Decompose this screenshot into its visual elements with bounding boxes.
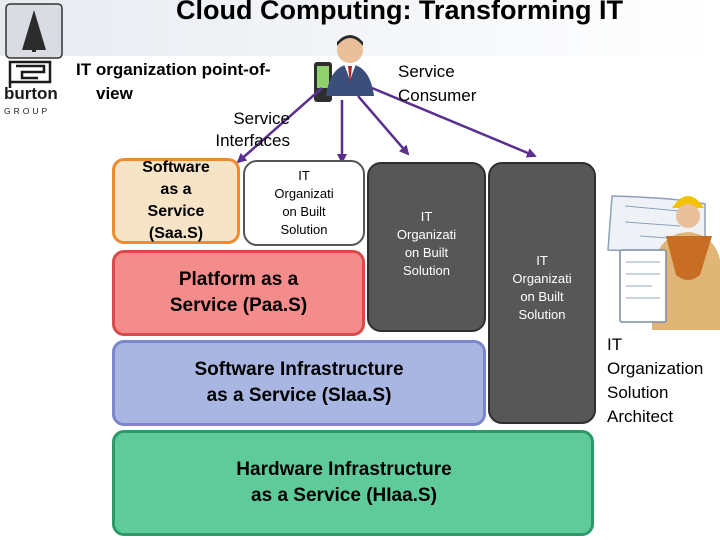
service-consumer-label: Service Consumer xyxy=(398,60,508,108)
it-solution-3-line-1: IT xyxy=(536,253,548,268)
it-solution-1-line-1: IT xyxy=(298,168,310,183)
subtitle: IT organization point-of- view xyxy=(76,58,316,106)
it-solution-2-line-1: IT xyxy=(420,209,433,224)
siaas-label: Software Infrastructure as a Service (SI… xyxy=(194,357,403,409)
siaas-line-1: Software Infrastructure xyxy=(194,359,404,380)
it-solution-3-line-3: on Built xyxy=(520,289,564,304)
it-solution-box-3-label: IT Organizati on Built Solution xyxy=(512,252,571,422)
saas-line-4: (Saa.S) xyxy=(148,225,204,242)
arrow-to-it-solution-2 xyxy=(357,95,410,156)
architect-line-3: Solution xyxy=(607,383,669,402)
it-solution-2-line-4: Solution xyxy=(403,263,450,278)
it-solution-1-line-2: Organizati xyxy=(274,186,334,201)
solution-architect-label: IT Organization Solution Architect xyxy=(607,333,719,429)
subtitle-line-2: view xyxy=(96,84,133,103)
subtitle-line-1: IT organization point-of- xyxy=(76,60,271,79)
siaas-line-2: as a Service (SIaa.S) xyxy=(206,385,392,406)
it-solution-1-line-4: Solution xyxy=(280,222,328,237)
slide-title: Cloud Computing: Transforming IT xyxy=(176,0,623,25)
service-consumer-line-2: Consumer xyxy=(398,86,477,105)
saas-line-2: as a xyxy=(160,181,192,198)
paas-line-1: Platform as a xyxy=(178,269,299,290)
saas-layer: Software as a Service (Saa.S) xyxy=(112,158,240,244)
hiaas-label: Hardware Infrastructure as a Service (HI… xyxy=(236,457,469,509)
saas-label: Software as a Service (Saa.S) xyxy=(142,157,210,245)
arrow-to-saas xyxy=(236,87,323,164)
it-solution-2-line-2: Organizati xyxy=(396,227,457,242)
service-interfaces-line-1: Service xyxy=(233,109,290,128)
it-solution-box-2-label: IT Organizati on Built Solution xyxy=(397,208,456,330)
service-consumer-line-1: Service xyxy=(398,62,455,81)
paas-layer: Platform as a Service (Paa.S) xyxy=(112,250,365,336)
hiaas-line-1: Hardware Infrastructure xyxy=(236,459,452,480)
paas-label: Platform as a Service (Paa.S) xyxy=(170,267,307,319)
burton-group-logo-icon: burton GROUP xyxy=(4,3,63,116)
service-interfaces-line-2: Interfaces xyxy=(215,131,290,150)
it-solution-2-line-3: on Built xyxy=(404,245,449,260)
siaas-layer: Software Infrastructure as a Service (SI… xyxy=(112,340,486,426)
hiaas-layer: Hardware Infrastructure as a Service (HI… xyxy=(112,430,594,536)
logo-word-group: GROUP xyxy=(4,106,50,116)
it-solution-box-2: IT Organizati on Built Solution xyxy=(367,162,486,332)
saas-line-1: Software xyxy=(142,159,210,176)
solution-architect-person-icon xyxy=(607,195,720,330)
it-solution-3-line-4: Solution xyxy=(518,307,566,322)
consumer-arrows xyxy=(236,86,537,164)
saas-line-3: Service xyxy=(147,203,205,220)
paas-line-2: Service (Paa.S) xyxy=(169,295,308,316)
hiaas-line-2: as a Service (HIaa.S) xyxy=(251,485,437,506)
it-solution-box-1: IT Organizati on Built Solution xyxy=(243,160,365,246)
service-interfaces-label: Service Interfaces xyxy=(180,108,290,152)
architect-line-4: Architect xyxy=(607,407,674,426)
it-solution-3-line-2: Organizati xyxy=(512,271,572,286)
logo-word-burton: burton xyxy=(4,84,58,103)
architect-line-2: Organization xyxy=(607,359,704,378)
it-solution-1-line-3: on Built xyxy=(282,204,326,219)
it-solution-box-3: IT Organizati on Built Solution xyxy=(488,162,596,424)
it-solution-box-1-label: IT Organizati on Built Solution xyxy=(274,167,333,239)
arrow-to-it-solution-3 xyxy=(371,86,537,158)
architect-line-1: IT xyxy=(607,335,623,354)
